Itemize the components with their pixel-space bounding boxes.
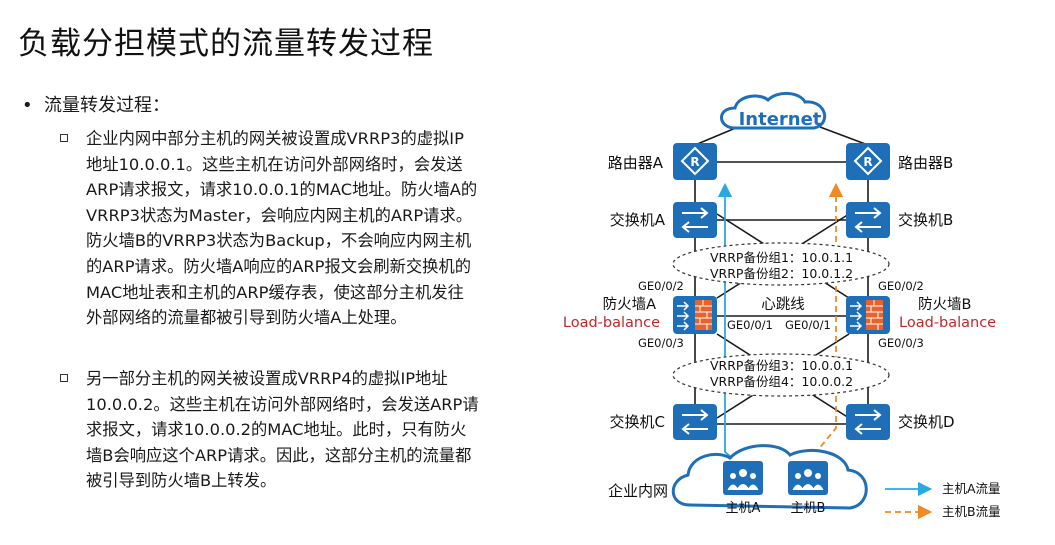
intranet-cloud-icon — [671, 444, 868, 510]
switch-a-label: 交换机A — [610, 211, 666, 229]
fw-b-port-ge002: GE0/0/2 — [878, 279, 924, 293]
bullet-dot: • — [22, 95, 33, 116]
paragraph-line: MAC地址表和主机的ARP缓存表，使这部分主机发往 — [86, 282, 464, 302]
firewall-a-icon — [673, 296, 717, 334]
router-a-icon: R — [673, 143, 717, 180]
host-a-label: 主机A — [726, 501, 761, 516]
paragraph-line: 的ARP请求。防火墙A响应的ARP报文会刷新交换机的 — [86, 256, 472, 276]
vrrp-group-bottom-ellipse — [672, 353, 890, 397]
paragraph-line: 防火墙B的VRRP3状态为Backup，不会响应内网主机 — [86, 231, 472, 251]
fw-a-port-ge003: GE0/0/3 — [638, 336, 684, 350]
legend-host-a-label: 主机A流量 — [942, 481, 1001, 496]
internet-cloud-icon — [720, 92, 827, 130]
switch-b-label: 交换机B — [898, 211, 953, 229]
fw-b-port-ge001: GE0/0/1 — [785, 318, 831, 332]
vrrp-group-2-label: VRRP备份组2：10.0.1.2 — [710, 266, 853, 281]
fw-a-port-ge001: GE0/0/1 — [727, 318, 773, 332]
fw-a-port-ge002: GE0/0/2 — [638, 279, 684, 293]
paragraph-line: 另一部分主机的网关被设置成VRRP4的虚拟IP地址 — [86, 369, 448, 388]
firewall-b-label: 防火墙B — [918, 296, 971, 313]
firewall-b-icon — [846, 296, 890, 334]
paragraph-line: 企业内网中部分主机的网关被设置成VRRP3的虚拟IP — [86, 129, 464, 148]
switch-b-icon — [846, 202, 890, 238]
internet-label: Internet — [739, 109, 822, 130]
bullet-heading: • 流量转发过程： — [22, 91, 170, 117]
svg-text:R: R — [863, 155, 872, 169]
switch-d-label: 交换机D — [898, 413, 955, 431]
vrrp-group-top-ellipse — [672, 242, 890, 286]
svg-text:R: R — [690, 155, 699, 169]
firewall-a-mode-label: Load-balance — [563, 315, 660, 331]
paragraph-line: ARP请求报文，请求10.0.0.1的MAC地址。防火墙A的 — [86, 180, 478, 200]
square-bullet-icon — [60, 374, 68, 382]
square-bullet-icon — [60, 134, 68, 142]
vrrp-group-1-label: VRRP备份组1：10.0.1.1 — [710, 250, 853, 265]
fw-b-port-ge003: GE0/0/3 — [878, 336, 924, 350]
firewall-b-mode-label: Load-balance — [899, 315, 996, 331]
paragraph-line: 外部网络的流量都被引导到防火墙A上处理。 — [86, 308, 407, 328]
host-a-icon — [723, 461, 763, 495]
paragraph-line: VRRP3状态为Master，会响应内网主机的ARP请求。 — [86, 205, 473, 225]
paragraph-line: 墙B会响应这个ARP请求。因此，这部分主机的流量都 — [86, 445, 472, 465]
heartbeat-label: 心跳线 — [761, 296, 805, 313]
switch-c-icon — [673, 404, 717, 440]
legend-host-b-label: 主机B流量 — [942, 504, 1001, 519]
bullet-heading-text: 流量转发过程： — [44, 95, 170, 116]
paragraph-line: 10.0.0.2。这些主机在访问外部网络时，会发送ARP请 — [86, 394, 479, 414]
host-b-icon — [788, 461, 828, 495]
host-b-label: 主机B — [791, 501, 826, 516]
router-b-icon: R — [846, 143, 890, 180]
vrrp-group-4-label: VRRP备份组4：10.0.0.2 — [710, 374, 853, 389]
firewall-a-label: 防火墙A — [603, 296, 656, 313]
page-title: 负载分担模式的流量转发过程 — [18, 26, 434, 62]
paragraph-line: 被引导到防火墙B上转发。 — [86, 471, 277, 491]
paragraph-vrrp4: 另一部分主机的网关被设置成VRRP4的虚拟IP地址 10.0.0.2。这些主机在… — [60, 366, 506, 494]
router-a-label: 路由器A — [608, 154, 664, 172]
paragraph-line: 地址10.0.0.1。这些主机在访问外部网络时，会发送 — [86, 154, 463, 174]
switch-d-icon — [846, 404, 890, 440]
vrrp-group-3-label: VRRP备份组3：10.0.0.1 — [710, 358, 853, 373]
paragraph-line: 求报文，请求10.0.0.2的MAC地址。此时，只有防火 — [86, 420, 467, 440]
intranet-label: 企业内网 — [608, 482, 668, 500]
router-b-label: 路由器B — [898, 154, 953, 172]
paragraph-vrrp3: 企业内网中部分主机的网关被设置成VRRP3的虚拟IP 地址10.0.0.1。这些… — [60, 126, 506, 331]
switch-c-label: 交换机C — [610, 413, 665, 431]
switch-a-icon — [673, 202, 717, 238]
